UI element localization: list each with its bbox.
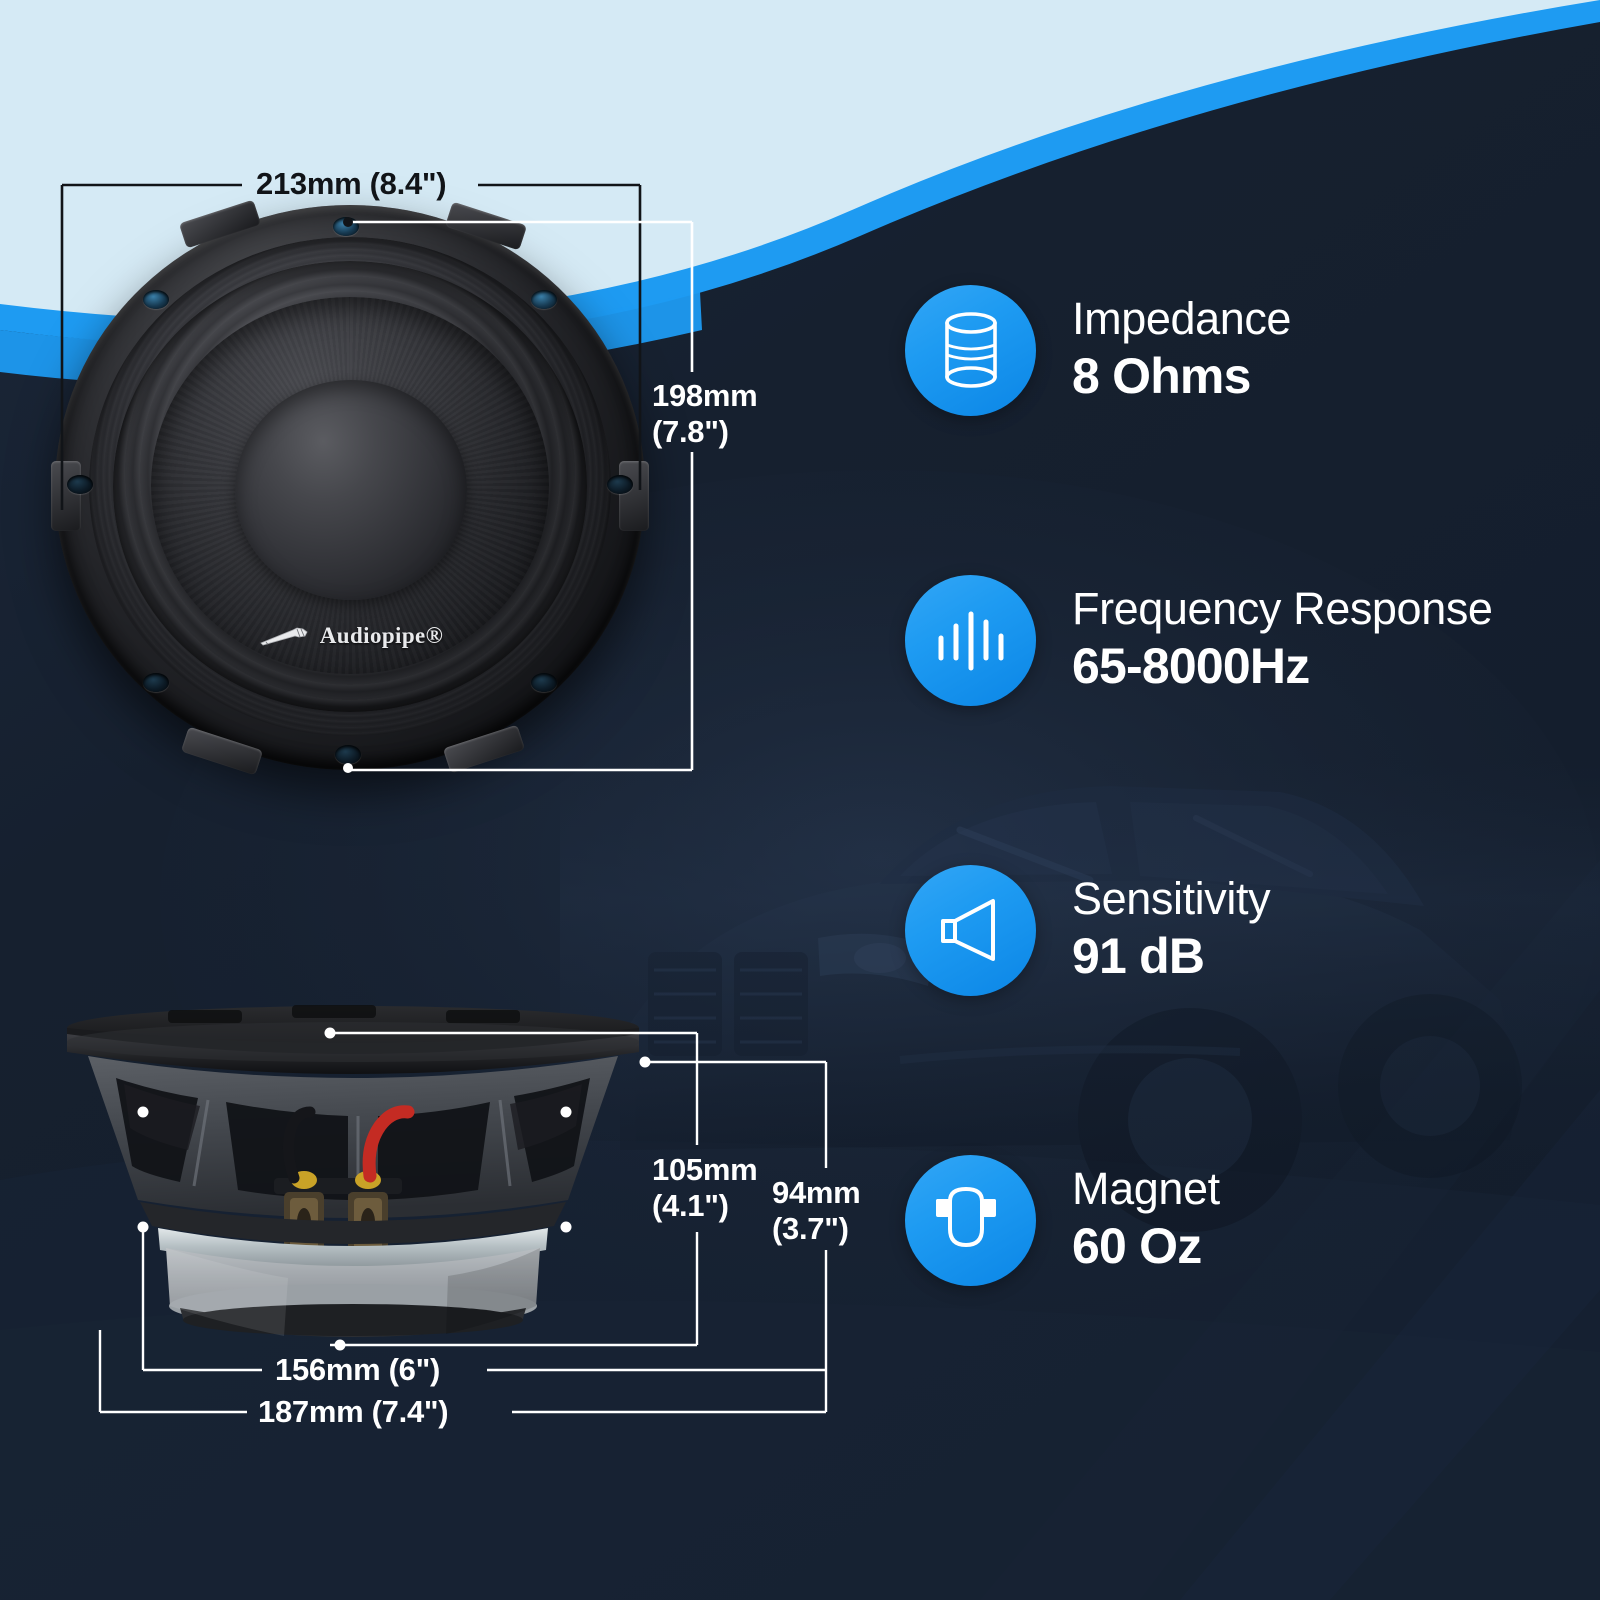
horn-speaker-icon bbox=[905, 864, 1036, 996]
spec-label-sensitivity: Sensitivity bbox=[1072, 872, 1271, 924]
dimension-label-mount-depth: 94mm (3.7") bbox=[772, 1175, 861, 1246]
dimension-label-basket-width: 187mm (7.4") bbox=[258, 1394, 449, 1429]
dimension-label-overall-height: 105mm (4.1") bbox=[652, 1152, 758, 1223]
spec-text-magnet: Magnet 60 Oz bbox=[1072, 1162, 1220, 1276]
brand-name: Audiopipe® bbox=[319, 623, 444, 648]
speaker-front-view-image: Audiopipe® bbox=[51, 199, 649, 776]
mounting-hole bbox=[335, 745, 361, 764]
mount-tab bbox=[51, 461, 81, 531]
dimension-label-overall-width: 213mm (8.4") bbox=[256, 166, 447, 201]
dimension-label-cutout-depth: 198mm (7.8") bbox=[652, 378, 758, 449]
waveform-bars-icon bbox=[905, 574, 1036, 706]
spec-value-frequency-response: 65-8000Hz bbox=[1072, 638, 1310, 695]
mounting-hole bbox=[607, 475, 633, 494]
mounting-hole bbox=[531, 673, 557, 692]
dimension-label-magnet-width: 156mm (6") bbox=[275, 1352, 441, 1387]
voice-coil-cylinder-icon bbox=[905, 284, 1036, 416]
spec-row-magnet: Magnet 60 Oz bbox=[905, 1138, 1565, 1302]
spec-text-sensitivity: Sensitivity 91 dB bbox=[1072, 872, 1271, 986]
pipe-logo-icon bbox=[257, 626, 315, 652]
spec-value-sensitivity: 91 dB bbox=[1072, 928, 1205, 985]
speaker-side-view-image bbox=[67, 1005, 639, 1337]
spec-row-impedance: Impedance 8 Ohms bbox=[905, 268, 1565, 432]
spec-row-frequency-response: Frequency Response 65-8000Hz bbox=[905, 558, 1565, 722]
mount-tab bbox=[619, 461, 649, 531]
mounting-hole bbox=[531, 290, 557, 309]
mounting-hole bbox=[333, 217, 359, 236]
spec-value-impedance: 8 Ohms bbox=[1072, 348, 1251, 405]
spec-label-frequency-response: Frequency Response bbox=[1072, 582, 1493, 634]
spec-text-impedance: Impedance 8 Ohms bbox=[1072, 292, 1292, 406]
spec-value-magnet: 60 Oz bbox=[1072, 1218, 1202, 1275]
spec-text-frequency-response: Frequency Response 65-8000Hz bbox=[1072, 582, 1493, 696]
spec-label-magnet: Magnet bbox=[1072, 1162, 1220, 1214]
spec-label-impedance: Impedance bbox=[1072, 292, 1292, 344]
specifications-list: Impedance 8 Ohms Frequency Response 65-8… bbox=[905, 268, 1565, 1302]
speaker-dust-cap bbox=[235, 380, 467, 600]
horseshoe-magnet-icon bbox=[905, 1154, 1036, 1286]
brand-logo: Audiopipe® bbox=[55, 623, 645, 652]
mounting-hole bbox=[143, 673, 169, 692]
mounting-hole bbox=[67, 475, 93, 494]
mounting-hole bbox=[143, 290, 169, 309]
spec-row-sensitivity: Sensitivity 91 dB bbox=[905, 848, 1565, 1012]
